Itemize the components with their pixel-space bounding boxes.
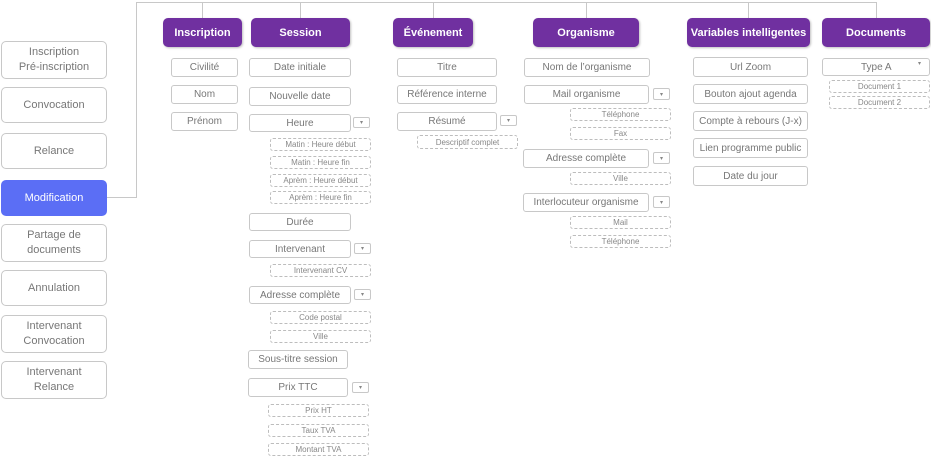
heure-expand-icon[interactable]: ▾ — [353, 117, 370, 128]
sub-taux-tva[interactable]: Taux TVA — [268, 424, 369, 437]
field-resume[interactable]: Résumé — [397, 112, 497, 131]
sidebar-item-inscription[interactable]: Inscription Pré-inscription — [1, 41, 107, 79]
sub-document-2[interactable]: Document 2 — [829, 96, 930, 109]
header-documents: Documents — [822, 18, 930, 47]
sidebar-item-relance[interactable]: Relance — [1, 133, 107, 169]
resume-expand-icon[interactable]: ▾ — [500, 115, 517, 126]
sub-telephone-organisme[interactable]: Téléphone — [570, 108, 671, 121]
sub-fax[interactable]: Fax — [570, 127, 671, 140]
document-type-label: Type A — [861, 61, 892, 73]
sub-matin-heure-debut[interactable]: Matin : Heure début — [270, 138, 371, 151]
field-reference-interne[interactable]: Référence interne — [397, 85, 497, 104]
sub-ville-organisme[interactable]: Ville — [570, 172, 671, 185]
field-heure[interactable]: Heure — [249, 114, 351, 132]
adresse-organisme-expand-icon[interactable]: ▾ — [653, 152, 670, 164]
field-date-initiale[interactable]: Date initiale — [249, 58, 351, 77]
field-intervenant[interactable]: Intervenant — [249, 240, 351, 258]
header-organisme: Organisme — [533, 18, 639, 47]
field-bouton-ajout-agenda[interactable]: Bouton ajout agenda — [693, 84, 808, 104]
sidebar-item-modification[interactable]: Modification — [1, 180, 107, 216]
field-nom-organisme[interactable]: Nom de l’organisme — [524, 58, 650, 77]
sub-montant-tva[interactable]: Montant TVA — [268, 443, 369, 456]
field-interlocuteur-organisme[interactable]: Interlocuteur organisme — [523, 193, 649, 212]
field-lien-programme-public[interactable]: Lien programme public — [693, 138, 808, 158]
adresse-session-expand-icon[interactable]: ▾ — [354, 289, 371, 300]
header-inscription: Inscription — [163, 18, 242, 47]
field-date-du-jour[interactable]: Date du jour — [693, 166, 808, 186]
field-titre[interactable]: Titre — [397, 58, 497, 77]
field-civilite[interactable]: Civilité — [171, 58, 238, 77]
field-adresse-complete-organisme[interactable]: Adresse complète — [523, 149, 649, 168]
document-type-select[interactable]: Type A ▾ — [822, 58, 930, 76]
field-sous-titre-session[interactable]: Sous-titre session — [248, 350, 348, 369]
field-mail-organisme[interactable]: Mail organisme — [524, 85, 649, 104]
sub-telephone-interlocuteur[interactable]: Téléphone — [570, 235, 671, 248]
chevron-down-icon: ▾ — [917, 61, 921, 67]
sub-mail-interlocuteur[interactable]: Mail — [570, 216, 671, 229]
header-session: Session — [251, 18, 350, 47]
field-nouvelle-date[interactable]: Nouvelle date — [249, 87, 351, 106]
sub-aprem-heure-fin[interactable]: Aprèm : Heure fin — [270, 191, 371, 204]
sub-prix-ht[interactable]: Prix HT — [268, 404, 369, 417]
field-compte-a-rebours[interactable]: Compte à rebours (J-x) — [693, 111, 808, 131]
sub-code-postal[interactable]: Code postal — [270, 311, 371, 324]
field-url-zoom[interactable]: Url Zoom — [693, 57, 808, 77]
sidebar-item-annulation[interactable]: Annulation — [1, 270, 107, 306]
sub-aprem-heure-debut[interactable]: Aprèm : Heure début — [270, 174, 371, 187]
sub-descriptif-complet[interactable]: Descriptif complet — [417, 135, 518, 149]
field-prix-ttc[interactable]: Prix TTC — [248, 378, 348, 397]
header-evenement: Événement — [393, 18, 473, 47]
field-prenom[interactable]: Prénom — [171, 112, 238, 131]
header-variables-intelligentes: Variables intelligentes — [687, 18, 810, 47]
sidebar-item-intervenant-convocation[interactable]: Intervenant Convocation — [1, 315, 107, 353]
field-duree[interactable]: Durée — [249, 213, 351, 231]
field-nom[interactable]: Nom — [171, 85, 238, 104]
sidebar-item-convocation[interactable]: Convocation — [1, 87, 107, 123]
sub-intervenant-cv[interactable]: Intervenant CV — [270, 264, 371, 277]
sidebar-item-intervenant-relance[interactable]: Intervenant Relance — [1, 361, 107, 399]
sub-document-1[interactable]: Document 1 — [829, 80, 930, 93]
sidebar-item-partage-documents[interactable]: Partage de documents — [1, 224, 107, 262]
intervenant-expand-icon[interactable]: ▾ — [354, 243, 371, 254]
field-adresse-complete-session[interactable]: Adresse complète — [249, 286, 351, 304]
interlocuteur-expand-icon[interactable]: ▾ — [653, 196, 670, 208]
prix-expand-icon[interactable]: ▾ — [352, 382, 369, 393]
sub-ville-session[interactable]: Ville — [270, 330, 371, 343]
sub-matin-heure-fin[interactable]: Matin : Heure fin — [270, 156, 371, 169]
mail-organisme-expand-icon[interactable]: ▾ — [653, 88, 670, 100]
